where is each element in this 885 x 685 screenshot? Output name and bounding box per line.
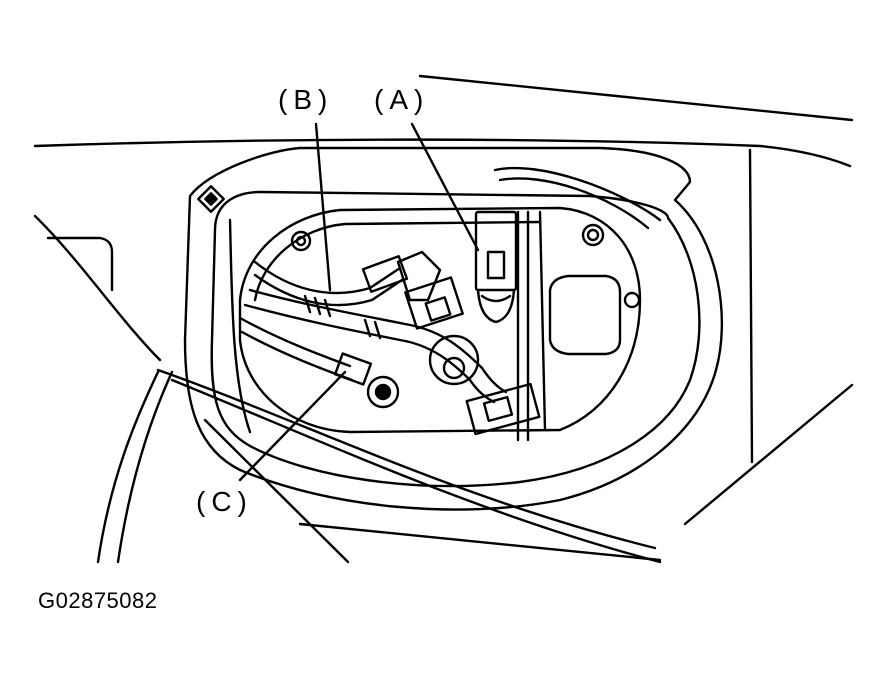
callout-a-label: (A) — [374, 84, 430, 115]
harness-b — [253, 250, 464, 330]
fuel-pump-cover — [238, 206, 642, 442]
callout-b-label: (B) — [278, 84, 334, 115]
connector-a — [474, 210, 518, 324]
figure-id: G02875082 — [38, 588, 158, 613]
body-panel-lines — [33, 74, 854, 564]
callout-c-label: (C) — [196, 486, 253, 517]
harness-c — [238, 288, 541, 436]
access-opening — [183, 146, 724, 511]
leader-lines — [238, 122, 480, 482]
